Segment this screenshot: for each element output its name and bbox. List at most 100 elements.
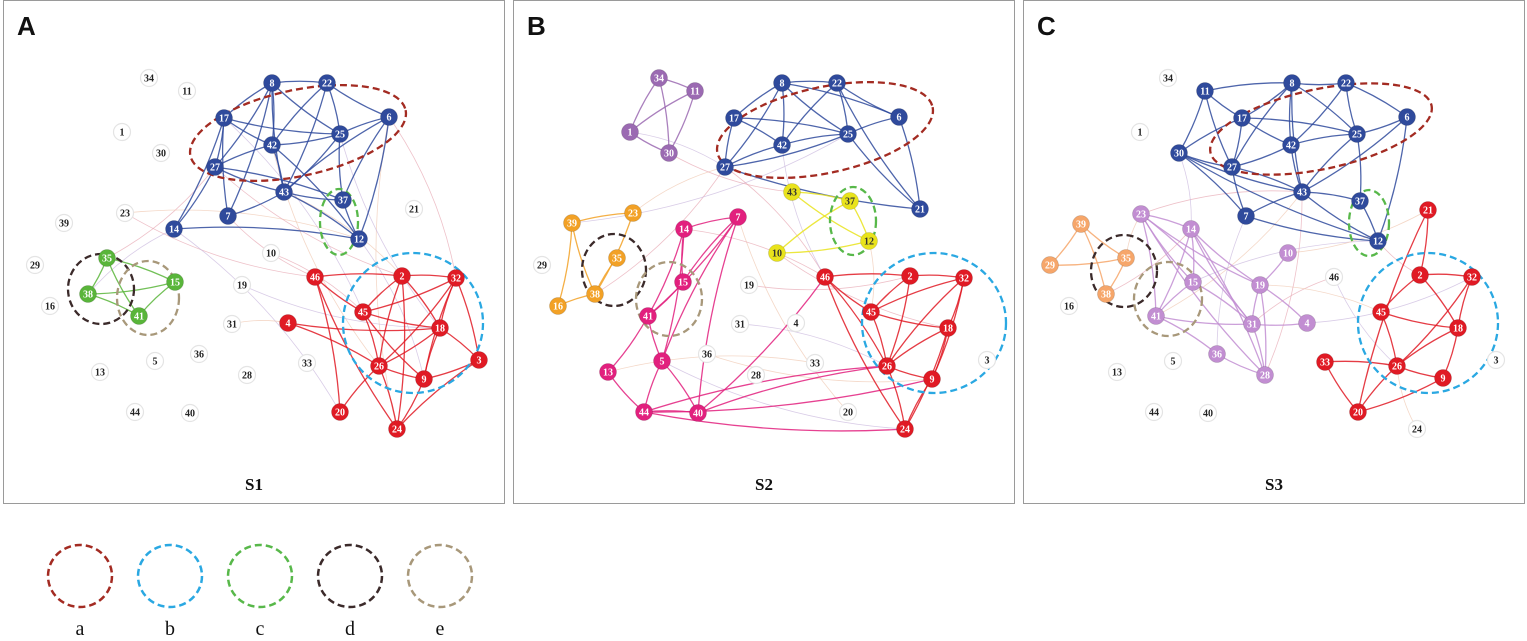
lilac-edge	[1140, 213, 1157, 317]
node-circle	[621, 123, 639, 141]
node-label: 29	[30, 261, 40, 272]
node-circle	[189, 344, 209, 364]
node-circle	[549, 297, 567, 315]
node-circle	[350, 230, 368, 248]
node-label: 19	[237, 281, 247, 292]
node-10: 10	[261, 243, 281, 263]
node-23: 23	[624, 204, 642, 222]
node-27: 27	[1223, 158, 1241, 176]
node-12: 12	[860, 232, 878, 250]
node-label: 23	[628, 209, 638, 220]
node-28: 28	[746, 365, 766, 385]
legend-item-d: d	[310, 540, 390, 640]
faint-edge	[173, 228, 341, 413]
node-17: 17	[215, 109, 233, 127]
node-label: 14	[1186, 225, 1196, 236]
node-circle	[275, 183, 293, 201]
legend-ring-d	[316, 543, 384, 609]
node-3: 3	[470, 351, 488, 369]
node-label: 23	[120, 209, 130, 220]
red-edge	[824, 276, 906, 430]
node-31: 31	[730, 314, 750, 334]
node-circle	[586, 285, 604, 303]
node-circle	[1117, 249, 1135, 267]
legend-label-c: c	[255, 618, 265, 640]
faint-edge	[724, 166, 826, 278]
node-circle	[878, 357, 896, 375]
node-12: 12	[1369, 232, 1387, 250]
red-edge	[314, 276, 341, 413]
node-label: 22	[1341, 79, 1351, 90]
network-graph-b: 1234567891011121314151617181920212223242…	[532, 69, 1008, 438]
ring-e	[115, 259, 181, 337]
node-circle	[730, 314, 750, 334]
node-2: 2	[1411, 266, 1429, 284]
node-circle	[532, 255, 552, 275]
node-label: 25	[843, 130, 853, 141]
blue-edge	[223, 117, 341, 135]
node-26: 26	[1388, 357, 1406, 375]
red-edge	[362, 311, 425, 380]
node-label: 26	[374, 362, 384, 373]
red-edge	[1324, 360, 1398, 367]
node-circle	[599, 363, 617, 381]
ring-b	[341, 251, 485, 395]
magenta-edge	[661, 216, 739, 362]
node-circle	[263, 136, 281, 154]
node-circle	[415, 370, 433, 388]
node-25: 25	[839, 125, 857, 143]
node-circle	[1184, 273, 1202, 291]
node-42: 42	[263, 136, 281, 154]
node-43: 43	[783, 183, 801, 201]
blue-edge	[283, 191, 360, 240]
node-circle	[1130, 122, 1150, 142]
node-circle	[261, 243, 281, 263]
node-40: 40	[1198, 403, 1218, 423]
blue-edge	[836, 82, 921, 210]
blue-edge	[1301, 116, 1408, 193]
faint-edge	[683, 228, 826, 278]
ring-b	[860, 251, 1008, 395]
node-label: 38	[83, 290, 93, 301]
node-label: 10	[266, 249, 276, 260]
blue-edge	[271, 144, 360, 240]
node-label: 31	[735, 320, 745, 331]
lilac-edge	[1140, 213, 1253, 325]
faint-edge	[1251, 276, 1335, 325]
node-2: 2	[393, 267, 411, 285]
ring-legend: a b c d e	[40, 540, 490, 640]
ring-layer	[580, 80, 1008, 395]
node-label: 10	[1283, 249, 1293, 260]
node-label: 24	[1412, 425, 1422, 436]
blue-edge	[227, 82, 273, 217]
node-circle	[180, 403, 200, 423]
network-graph-c: 1234567891011121314151617181920212223242…	[1041, 68, 1506, 439]
legend-label-a: a	[75, 618, 85, 640]
node-label: 34	[1163, 74, 1173, 85]
node-circle	[686, 82, 704, 100]
node-label: 11	[182, 87, 191, 98]
node-label: 45	[1376, 308, 1386, 319]
magenta-edge	[697, 276, 826, 414]
node-circle	[279, 314, 297, 332]
node-13: 13	[90, 362, 110, 382]
red-edge	[824, 276, 888, 367]
node-23: 23	[115, 203, 135, 223]
legend-item-c: c	[220, 540, 300, 640]
node-layer: 1234567891011121314151617181920212223242…	[532, 69, 997, 438]
node-circle	[232, 275, 252, 295]
panel-subtitle-s2: S2	[755, 475, 773, 494]
node-circle	[563, 214, 581, 232]
node-circle	[40, 296, 60, 316]
node-18: 18	[939, 319, 957, 337]
node-45: 45	[1372, 303, 1390, 321]
legend-label-e: e	[435, 618, 445, 640]
node-45: 45	[862, 303, 880, 321]
node-circle	[1107, 362, 1127, 382]
red-edge	[886, 275, 911, 367]
green-edge	[87, 281, 176, 295]
red-edge	[396, 359, 480, 430]
node-38: 38	[1097, 285, 1115, 303]
node-label: 26	[882, 362, 892, 373]
node-24: 24	[896, 420, 914, 438]
